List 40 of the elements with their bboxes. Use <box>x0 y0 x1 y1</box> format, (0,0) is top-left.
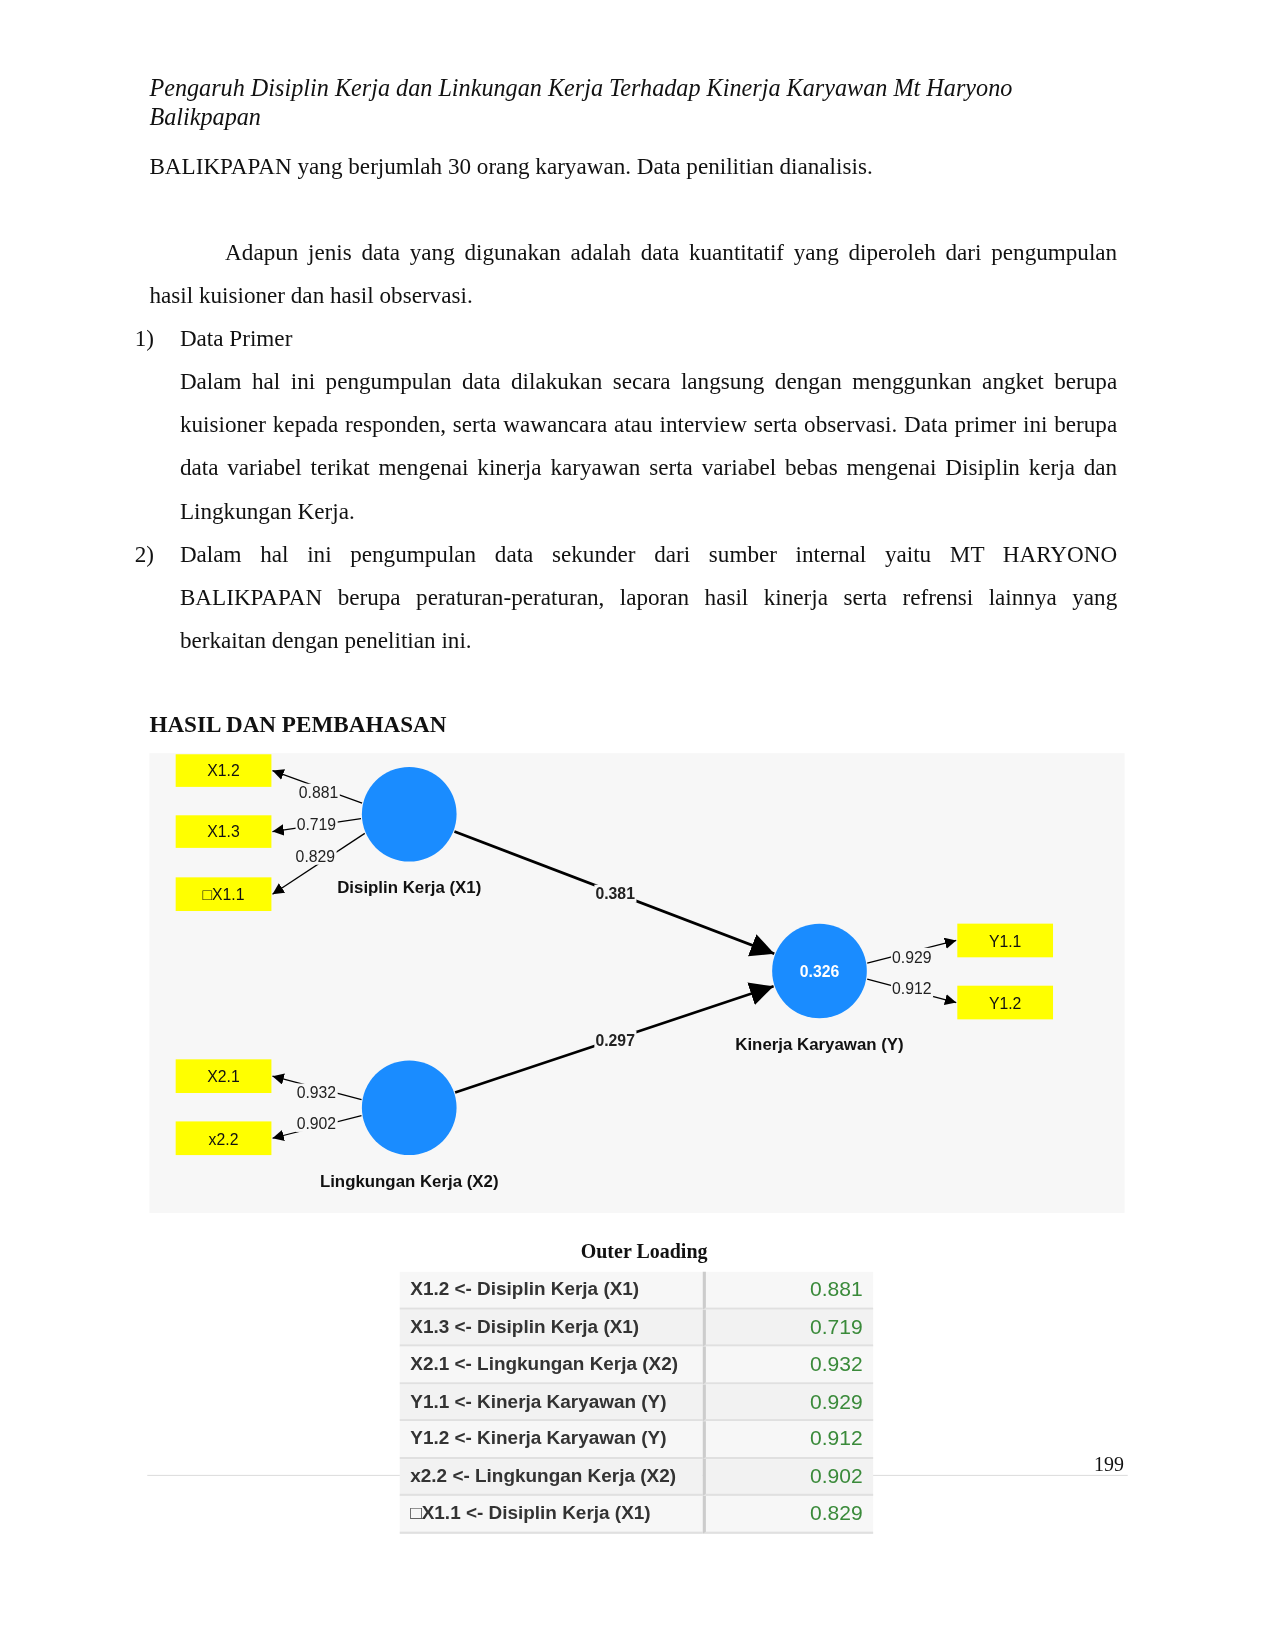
indicator-box: Y1.2 <box>957 985 1054 1020</box>
table-cell: Y1.1 <- Kinerja Karyawan (Y) <box>399 1383 703 1422</box>
paragraph: BALIKPAPAN yang berjumlah 30 orang karyawan. Data penilitian dianalisis. <box>149 151 874 181</box>
paragraph: Dalam hal ini pengumpulan data dilakukan secara langsung dengan menggunkan angket berupa kuisioner kepada responden, serta wawancara atau interview serta observasi. Data primer ini berupa data variabel terikat mengenai kinerja karyawan serta variabel bebas mengenai Disiplin kerja dan Lingkungan Kerja. <box>179 367 1118 526</box>
indicator-box: Y1.1 <box>957 923 1054 958</box>
indicator-box: X1.3 <box>175 815 272 848</box>
list-number: 2) <box>134 539 154 569</box>
list-number: 1) <box>134 324 154 354</box>
indicator-box: □X1.1 <box>175 877 272 911</box>
edge-label: 0.381 <box>594 884 636 903</box>
section-heading: HASIL DAN PEMBAHASAN <box>149 711 447 739</box>
page-number: 199 <box>1094 1452 1125 1476</box>
construct-label: Disiplin Kerja (X1) <box>337 878 482 898</box>
table-cell: X1.3 <- Disiplin Kerja (X1) <box>399 1309 703 1347</box>
list-heading: Data Primer <box>179 324 293 354</box>
construct-label: Lingkungan Kerja (X2) <box>319 1171 499 1191</box>
running-header: Pengaruh Disiplin Kerja dan Linkungan Kerja Terhadap Kinerja Karyawan Mt Haryono Balikpapan <box>149 73 1014 133</box>
paragraph: Dalam hal ini pengumpulan data sekunder dari sumber internal yaitu MT HARYONO BALIKPAPAN berupa peraturan-peraturan, laporan hasil kinerja serta refrensi lainnya yang berkaitan dengan penelitian ini. <box>179 539 1118 656</box>
table-cell: X1.2 <- Disiplin Kerja (X1) <box>399 1271 703 1310</box>
table-cell: x2.2 <- Lingkungan Kerja (X2) <box>399 1458 703 1496</box>
table-cell: 0.932 <box>702 1346 874 1384</box>
table-cell: 0.829 <box>702 1495 874 1534</box>
edge-label: 0.297 <box>594 1030 636 1049</box>
edge-label: 0.912 <box>891 979 933 998</box>
indicator-box: X2.1 <box>175 1059 272 1093</box>
table-caption: Outer Loading <box>580 1240 708 1264</box>
table-cell: □X1.1 <- Disiplin Kerja (X1) <box>399 1495 703 1534</box>
construct-label: Kinerja Karyawan (Y) <box>735 1035 904 1055</box>
indicator-box: X1.2 <box>175 754 272 787</box>
table-cell: 0.881 <box>702 1271 874 1310</box>
edge-label: 0.902 <box>295 1114 338 1132</box>
edge-label: 0.929 <box>891 947 933 966</box>
table-cell: 0.929 <box>702 1383 874 1422</box>
table-cell: Y1.2 <- Kinerja Karyawan (Y) <box>399 1421 703 1459</box>
paragraph: Adapun jenis data yang digunakan adalah data kuantitatif yang diperoleh dari pengumpulan hasil kuisioner dan hasil observasi. <box>149 237 1118 311</box>
table-cell: 0.719 <box>702 1309 874 1347</box>
table-cell: X2.1 <- Lingkungan Kerja (X2) <box>399 1346 703 1384</box>
table-cell: 0.902 <box>702 1458 874 1496</box>
indicator-box: x2.2 <box>175 1121 272 1156</box>
table-cell: 0.912 <box>702 1421 874 1459</box>
